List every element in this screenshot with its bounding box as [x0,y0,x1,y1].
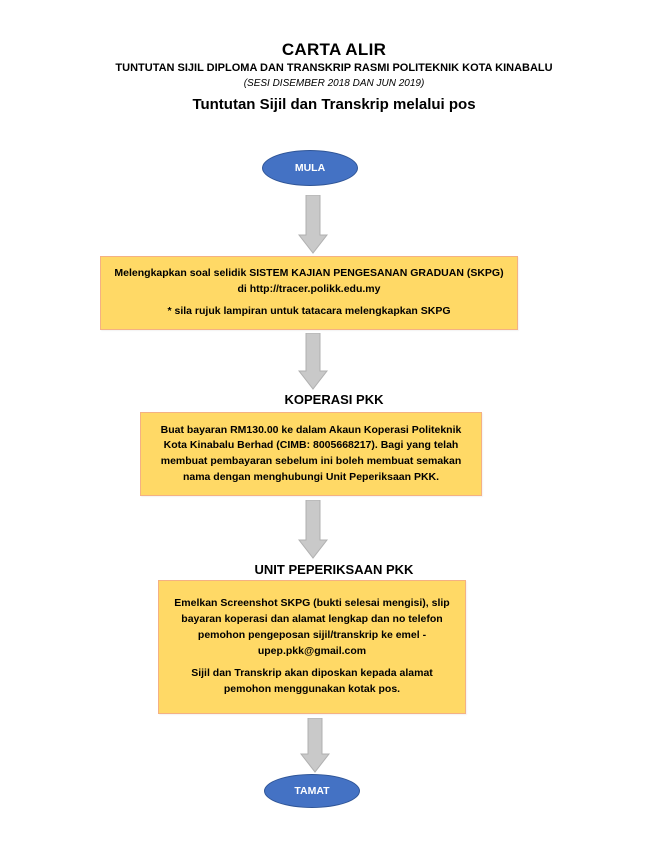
flow-heading: Tuntutan Sijil dan Transkrip melalui pos [192,96,476,113]
end-node: TAMAT [264,774,360,808]
start-node-label: MULA [294,162,326,174]
step-skpg-box: Melengkapkan soal selidik SISTEM KAJIAN … [100,256,518,330]
step-email-box: Emelkan Screenshot SKPG (bukti selesai m… [158,580,466,714]
session-note: (SESI DISEMBER 2018 DAN JUN 2019) [243,78,425,89]
step-payment-text: Buat bayaran RM130.00 ke dalam Akaun Kop… [160,423,462,483]
end-node-label: TAMAT [294,785,330,797]
down-arrow-icon [298,195,328,254]
section-label-koperasi: KOPERASI PKK [284,392,384,407]
step-skpg-note: * sila rujuk lampiran untuk tatacara mel… [167,305,451,318]
start-node: MULA [262,150,358,186]
down-arrow-icon [298,333,328,390]
step-email-text: Emelkan Screenshot SKPG (bukti selesai m… [174,597,450,657]
page-title: CARTA ALIR [281,40,387,59]
down-arrow-icon [298,500,328,559]
down-arrow-icon [300,718,330,773]
step-payment-box: Buat bayaran RM130.00 ke dalam Akaun Kop… [140,412,482,496]
step-delivery-text: Sijil dan Transkrip akan diposkan kepada… [191,667,433,695]
page-subtitle: TUNTUTAN SIJIL DIPLOMA DAN TRANSKRIP RAS… [115,62,553,74]
section-label-unit-peperiksaan: UNIT PEPERIKSAAN PKK [254,562,414,577]
step-skpg-text: Melengkapkan soal selidik SISTEM KAJIAN … [114,266,504,295]
